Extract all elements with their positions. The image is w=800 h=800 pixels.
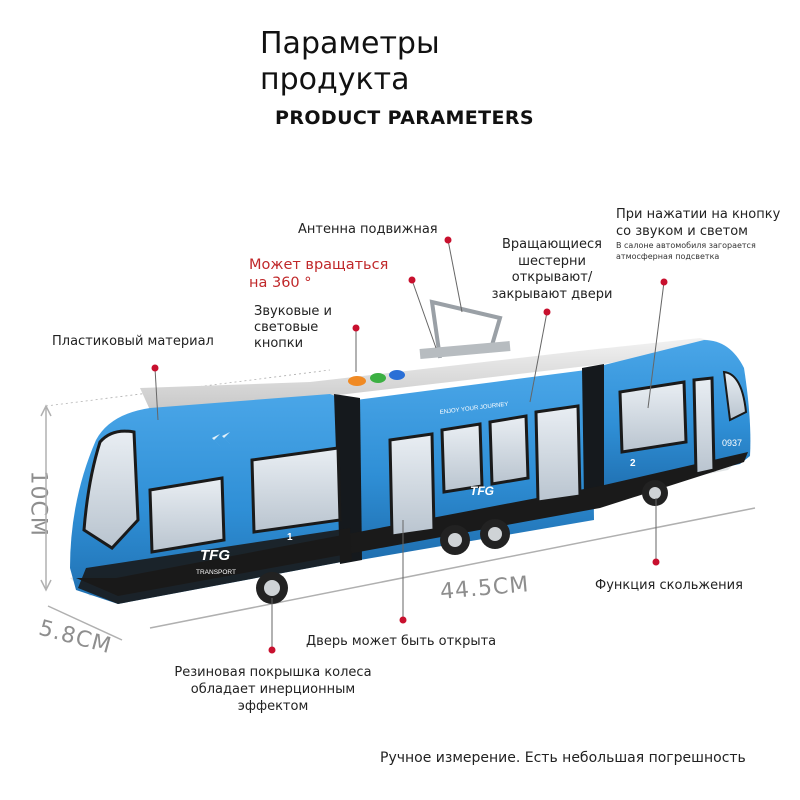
callout-door: Дверь может быть открыта xyxy=(306,634,497,649)
dimension-guides xyxy=(40,369,756,641)
callout-sound-line-2: световые xyxy=(254,320,319,335)
title-line-2: продукта xyxy=(260,62,410,97)
dot-door xyxy=(399,616,407,624)
callout-gears-line-4: закрывают двери xyxy=(491,286,613,302)
page-subtitle: PRODUCT PARAMETERS xyxy=(275,107,534,129)
tram-window-front-2 xyxy=(250,446,342,534)
green-button-icon xyxy=(370,373,386,383)
callout-sound-line-3: кнопки xyxy=(254,336,304,351)
callout-button-line-1: При нажатии на кнопку xyxy=(616,207,781,222)
callout-rotate-line-1: Может вращаться xyxy=(249,257,389,273)
chevron-icons xyxy=(212,432,230,446)
callout-rotate-line-2: на 360 ° xyxy=(249,275,312,291)
callout-button-sub-line-1: В салоне автомобиля загорается xyxy=(616,241,756,250)
pantograph xyxy=(419,299,511,359)
tram-model xyxy=(70,299,751,604)
title-line-1: Параметры xyxy=(260,26,440,61)
dot-antenna xyxy=(444,236,452,244)
tram-window-rear xyxy=(618,380,688,454)
callout-button: При нажатии на кнопку со звуком и светом xyxy=(616,206,780,240)
callout-tire-line-1: Резиновая покрышка колеса xyxy=(174,665,372,680)
tram-joint-2 xyxy=(582,364,604,498)
tram-window-rear-end xyxy=(722,370,748,422)
orange-button-icon xyxy=(348,376,366,386)
callout-sound-line-1: Звуковые и xyxy=(254,304,332,319)
tram-joint-1 xyxy=(334,394,362,564)
tram-door-rear xyxy=(692,376,716,476)
callout-sound: Звуковые и световые кнопки xyxy=(254,304,332,352)
callout-rotate: Может вращаться на 360 ° xyxy=(249,256,388,292)
tram-code: 0937 xyxy=(722,438,742,448)
dim-length-line xyxy=(149,507,756,629)
blue-button-icon xyxy=(389,370,405,380)
tram-car-number-2: 2 xyxy=(630,458,636,469)
tram-window-middle-1 xyxy=(440,422,484,494)
callout-button-sub: В салоне автомобиля загорается атмосферн… xyxy=(616,240,756,262)
dot-gears xyxy=(543,308,551,316)
callout-plastic: Пластиковый материал xyxy=(52,334,214,349)
callout-gears-line-2: шестерни xyxy=(518,253,586,269)
callout-lines xyxy=(154,239,665,650)
callout-gears-line-1: Вращающиеся xyxy=(502,237,602,252)
tram-brand-middle: TFG xyxy=(470,484,494,498)
callout-button-sub-line-2: атмосферная подсветка xyxy=(616,252,720,261)
tram-door-middle-2 xyxy=(534,404,582,504)
footer-note: Ручное измерение. Есть небольшая погрешн… xyxy=(380,750,746,766)
tram-windshield xyxy=(82,429,140,550)
dot-button xyxy=(660,278,668,286)
dot-rotate xyxy=(408,276,416,284)
tram-door-middle-1 xyxy=(388,432,436,538)
tram-window-front-1 xyxy=(148,476,226,554)
callout-tire-line-2: обладает инерционным xyxy=(190,682,356,697)
page-title: Параметры продукта xyxy=(260,26,440,98)
tram-car-number-1: 1 xyxy=(287,532,293,543)
dim-height-arrow-bottom xyxy=(40,579,52,592)
callout-tire: Резиновая покрышка колеса обладает инерц… xyxy=(168,664,378,715)
callout-antenna: Антенна подвижная xyxy=(298,222,438,237)
tram-brand-sub-front: TRANSPORT xyxy=(196,569,236,576)
dim-width-line xyxy=(47,605,123,641)
callout-gears-line-3: открывают/ xyxy=(511,270,593,285)
dot-tire xyxy=(268,646,276,654)
dot-slide xyxy=(652,558,660,566)
callout-slide: Функция скольжения xyxy=(595,578,743,593)
tram-window-middle-2 xyxy=(488,414,530,486)
tram-brand-front: TFG xyxy=(200,547,230,564)
callout-button-line-2: со звуком и светом xyxy=(616,224,748,239)
callout-dots xyxy=(151,236,668,654)
tram-wheels xyxy=(256,480,668,604)
callout-tire-line-3: эффектом xyxy=(237,699,309,714)
dot-plastic xyxy=(151,364,159,372)
callout-gears: Вращающиеся шестерни открывают/ закрываю… xyxy=(484,237,620,303)
dot-sound xyxy=(352,324,360,332)
tram-roof xyxy=(140,338,722,410)
